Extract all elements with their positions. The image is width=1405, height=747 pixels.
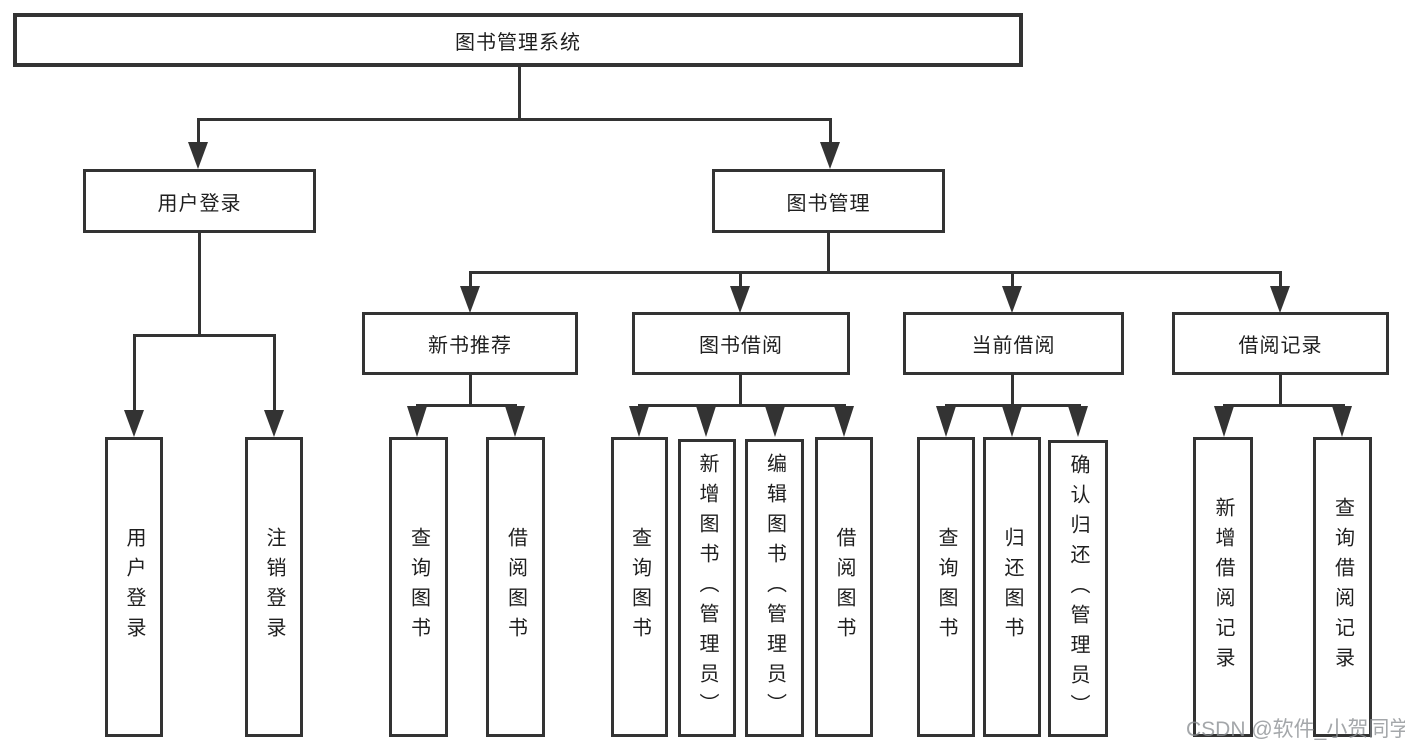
connector [197, 118, 832, 121]
node-label: 借阅图书 [833, 527, 855, 647]
node-label: 确认归还（管理员） [1067, 453, 1089, 724]
connector [829, 118, 832, 145]
connector [416, 404, 517, 407]
connector [469, 374, 472, 407]
leaf-query-books-current: 查询图书 [917, 437, 975, 737]
node-label: 新书推荐 [428, 335, 512, 357]
node-current-borrowing: 当前借阅 [903, 312, 1124, 375]
leaf-borrow-books-recommend: 借阅图书 [486, 437, 545, 737]
node-label: 图书管理 [786, 192, 871, 215]
arrow-down-icon [936, 406, 956, 437]
node-library-management-system: 图书管理系统 [13, 13, 1023, 67]
arrow-down-icon [505, 406, 525, 437]
node-label: 借阅图书 [504, 527, 527, 647]
connector [638, 404, 846, 407]
leaf-query-borrow-record: 查询借阅记录 [1313, 437, 1372, 737]
node-label: 查询图书 [628, 527, 651, 647]
connector [469, 271, 1282, 274]
connector [197, 118, 200, 145]
arrow-down-icon [1332, 406, 1352, 437]
leaf-query-books-borrowing: 查询图书 [611, 437, 668, 737]
arrow-down-icon [1214, 406, 1234, 437]
arrow-down-icon [1068, 406, 1088, 437]
connector [1011, 271, 1014, 288]
arrow-down-icon [1002, 286, 1022, 313]
node-label: 归还图书 [1001, 527, 1023, 647]
arrow-down-icon [820, 142, 840, 169]
node-label: 注销登录 [263, 527, 285, 647]
node-label: 当前借阅 [971, 335, 1056, 357]
node-label: 查询图书 [407, 527, 430, 647]
arrow-down-icon [1270, 286, 1290, 313]
node-label: 用户登录 [157, 192, 242, 215]
node-label: 用户登录 [123, 527, 145, 647]
connector [1279, 271, 1282, 288]
leaf-user-login: 用户登录 [105, 437, 163, 737]
node-borrowing-records: 借阅记录 [1172, 312, 1389, 375]
connector [469, 271, 472, 288]
node-new-book-recommendation: 新书推荐 [362, 312, 578, 375]
arrow-down-icon [765, 406, 785, 437]
leaf-query-books-recommend: 查询图书 [389, 437, 448, 737]
node-book-borrowing: 图书借阅 [632, 312, 850, 375]
arrow-down-icon [407, 406, 427, 437]
watermark: CSDN @软件_小贺同学 [1186, 718, 1405, 741]
connector [518, 67, 521, 120]
connector [273, 334, 276, 412]
leaf-confirm-return-admin: 确认归还（管理员） [1048, 440, 1108, 737]
connector [739, 271, 742, 288]
node-book-management: 图书管理 [712, 169, 945, 233]
leaf-add-books-admin: 新增图书（管理员） [678, 439, 736, 737]
leaf-borrow-books-borrowing: 借阅图书 [815, 437, 873, 737]
node-label: 编辑图书（管理员） [763, 453, 786, 723]
node-label: 查询图书 [935, 527, 957, 647]
node-label: 新增图书（管理员） [696, 453, 718, 723]
arrow-down-icon [264, 410, 284, 437]
node-label: 图书管理系统 [455, 31, 581, 54]
arrow-down-icon [460, 286, 480, 313]
leaf-logout: 注销登录 [245, 437, 303, 737]
node-label: 图书借阅 [699, 335, 783, 357]
arrow-down-icon [696, 406, 716, 437]
leaf-return-books: 归还图书 [983, 437, 1041, 737]
arrow-down-icon [629, 406, 649, 437]
node-label: 查询借阅记录 [1331, 497, 1354, 677]
arrow-down-icon [124, 410, 144, 437]
node-label: 借阅记录 [1238, 335, 1323, 357]
arrow-down-icon [188, 142, 208, 169]
arrow-down-icon [730, 286, 750, 313]
connector [1223, 404, 1345, 407]
connector [945, 404, 1081, 407]
connector [133, 334, 276, 337]
node-user-login: 用户登录 [83, 169, 316, 233]
connector [133, 334, 136, 412]
connector [827, 233, 830, 274]
leaf-edit-books-admin: 编辑图书（管理员） [745, 439, 804, 737]
connector [1279, 375, 1282, 407]
connector [198, 233, 201, 337]
arrow-down-icon [1002, 406, 1022, 437]
node-label: 新增借阅记录 [1212, 497, 1234, 677]
connector [739, 375, 742, 407]
arrow-down-icon [834, 406, 854, 437]
leaf-add-borrow-record: 新增借阅记录 [1193, 437, 1253, 737]
connector [1011, 375, 1014, 407]
